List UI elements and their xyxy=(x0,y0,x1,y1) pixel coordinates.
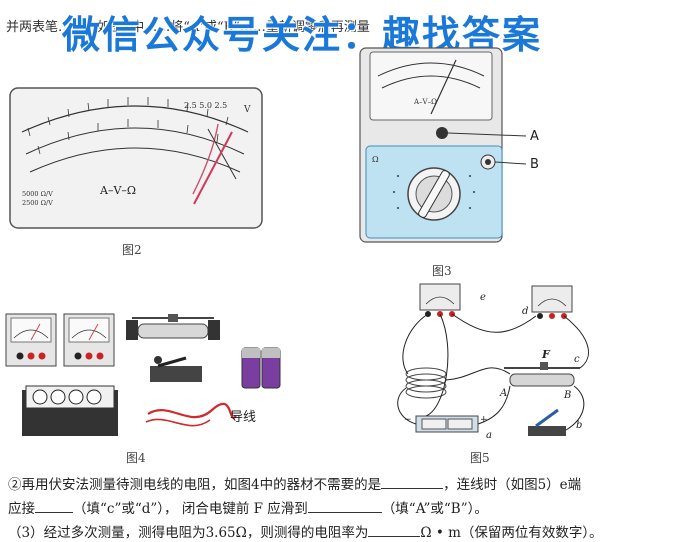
figure-3-multimeter: A–V–Ω A B Ω xyxy=(359,47,539,243)
figure-4-caption: 图4 xyxy=(126,451,146,465)
q3-text-b: Ω • m（保留两位有效数字）。 xyxy=(420,525,603,541)
figure-4-equipment: 导线 xyxy=(5,313,281,436)
q2-line1-text-b: ，连线时（如图5）e端 xyxy=(443,477,582,493)
fig5-label-b: b xyxy=(576,420,582,431)
figure-5-caption: 图5 xyxy=(470,451,490,465)
fig4-wire-label: 导线 xyxy=(230,410,256,425)
fig5-plus-sign: + xyxy=(480,415,488,425)
question-2-line-2: 应接 （填“c”或“d”）， 闭合电键前 F 应滑到 （填“A”或“B”）。 xyxy=(8,497,488,517)
q2-blank-unneeded-equipment[interactable] xyxy=(381,474,444,489)
intro-text: 并两表笔……，如图3中……将“A”或“B”……重新调零后再测量 xyxy=(6,20,370,35)
fig5-label-F: F xyxy=(541,348,551,361)
fig2-spec-2: 2500 Ω/V xyxy=(22,199,53,207)
q3-blank-resistivity[interactable] xyxy=(368,522,421,537)
figure-3-caption: 图3 xyxy=(432,264,452,278)
fig2-spec-1: 5000 Ω/V xyxy=(22,190,53,198)
fig3-label-a: A xyxy=(530,129,539,144)
fig5-label-A: A xyxy=(499,388,507,399)
figure-2-caption: 图2 xyxy=(122,243,142,257)
fig3-dial-title: A–V–Ω xyxy=(413,98,437,106)
q2-line2-text-a: 应接 xyxy=(8,501,35,517)
q2-line2-text-c: （填“A”或“B”）。 xyxy=(381,501,488,517)
question-2-line-1: ②再用伏安法测量待测电线的电阻，如图4中的器材不需要的是 ，连线时（如图5）e端 xyxy=(8,473,581,493)
question-3: （3）经过多次测量，测得电阻为3.65Ω，则测得的电阻率为 Ω • m（保留两位有… xyxy=(8,521,603,541)
fig5-label-B: B xyxy=(563,390,571,401)
fig3-label-b: B xyxy=(530,157,539,172)
fig2-dial-title: A–V–Ω xyxy=(99,184,136,197)
figure-5-circuit: e d F c A B + − a b xyxy=(397,283,589,441)
q2-line2-text-b: （填“c”或“d”）， 闭合电键前 F 应滑到 xyxy=(73,501,308,517)
fig5-label-c: c xyxy=(574,354,580,365)
fig3-ohm-mark: Ω xyxy=(372,155,379,164)
figure-2-meter-face: 2.5 5.0 2.5 V A–V–Ω 5000 Ω/V 2500 Ω/V xyxy=(9,87,263,229)
fig5-label-a: a xyxy=(486,430,492,441)
fig5-label-e: e xyxy=(480,292,486,303)
q2-line1-text-a: ②再用伏安法测量待测电线的电阻，如图4中的器材不需要的是 xyxy=(8,477,382,493)
q2-blank-e-terminal[interactable] xyxy=(35,498,73,513)
q3-text-a: （3）经过多次测量，测得电阻为3.65Ω，则测得的电阻率为 xyxy=(8,525,369,541)
fig2-unit-symbol: V xyxy=(243,105,251,115)
fig5-label-d: d xyxy=(522,306,528,317)
fig2-scale-top: 2.5 5.0 2.5 xyxy=(184,101,227,110)
q2-blank-slider-position[interactable] xyxy=(307,498,382,513)
